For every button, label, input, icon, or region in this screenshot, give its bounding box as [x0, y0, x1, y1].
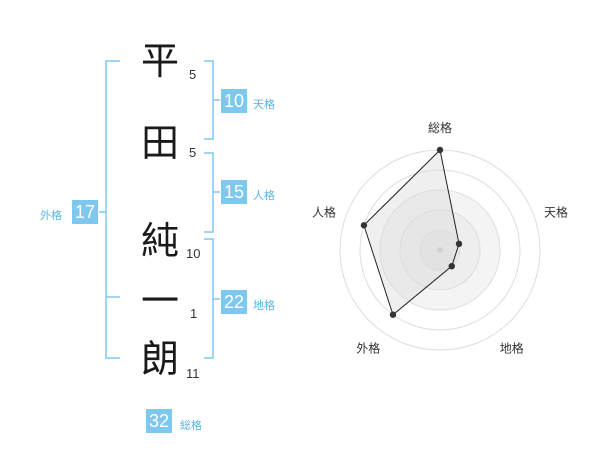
radar-axis-label-3: 地格 [500, 341, 524, 356]
radar-point-3 [448, 262, 455, 270]
name-char-2: 田 [140, 121, 179, 165]
gaikaku-badge: 17 [72, 200, 99, 224]
radar-axis-label-1: 総格 [428, 120, 452, 135]
jinkaku-badge: 15 [221, 180, 248, 204]
name-char-4: 一 [140, 279, 179, 323]
soukaku-badge: 32 [146, 409, 173, 433]
radar-axis-label-4: 外格 [356, 341, 380, 356]
stroke-count-5: 11 [186, 366, 200, 381]
radar-center [437, 247, 443, 253]
gaikaku-label: 外格 [40, 209, 62, 222]
stroke-count-1: 5 [189, 67, 197, 82]
chikaku-label: 地格 [253, 299, 275, 312]
radar-axis-label-5: 人格 [312, 204, 336, 219]
stroke-count-3: 10 [186, 246, 201, 261]
radar-point-1 [436, 146, 444, 154]
radar-point-5 [360, 222, 368, 229]
tenkaku-badge: 10 [221, 89, 248, 113]
name-char-5: 朗 [140, 337, 179, 381]
name-char-1: 平 [140, 39, 179, 83]
stroke-count-2: 5 [189, 145, 197, 160]
stroke-count-4: 1 [190, 306, 198, 321]
tenkaku-label: 天格 [253, 98, 275, 111]
radar-point-4 [389, 311, 397, 318]
name-char-3: 純 [140, 219, 179, 263]
soukaku-label: 総格 [180, 419, 202, 432]
chikaku-badge: 22 [221, 290, 248, 314]
radar-axis-label-2: 天格 [544, 204, 568, 219]
radar-point-2 [455, 240, 463, 248]
jinkaku-label: 人格 [253, 189, 275, 202]
radar-series-polygon [363, 148, 460, 316]
